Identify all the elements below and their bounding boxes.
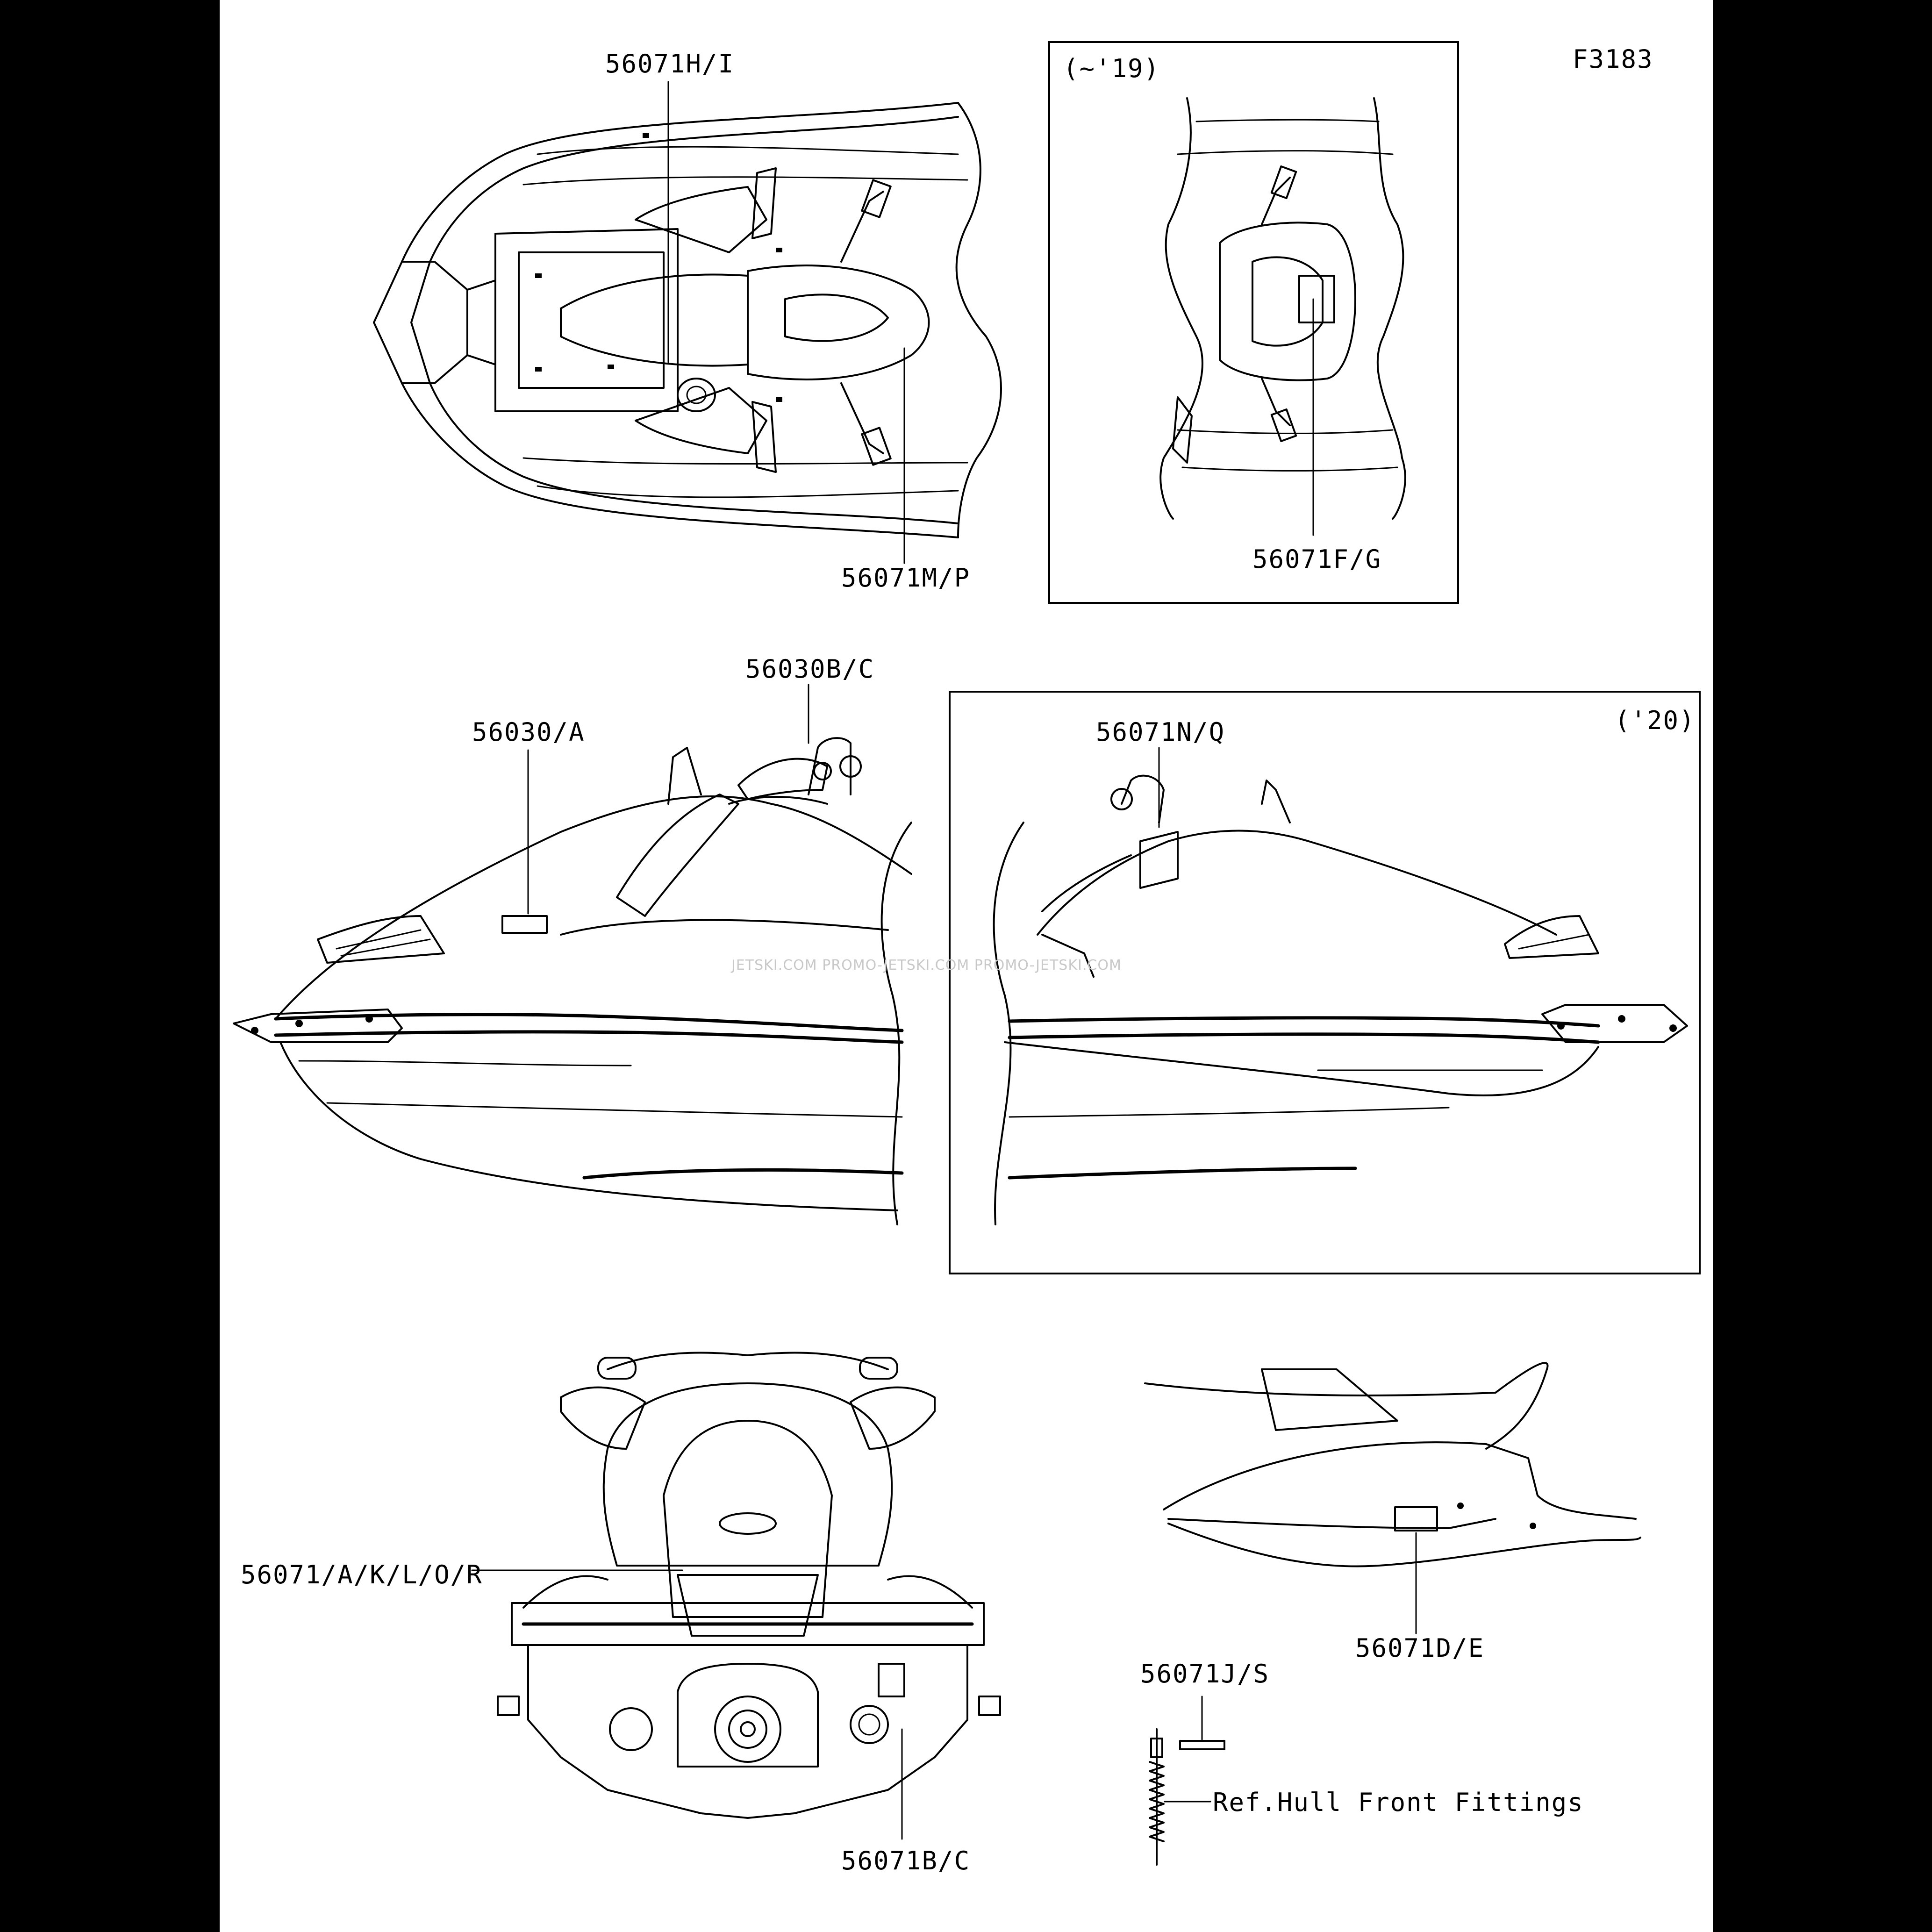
rear-view-watercraft [471, 1352, 1001, 1840]
diagram-sheet [220, 0, 1713, 1932]
callout-56071DE: 56071D/E [1355, 1633, 1484, 1663]
callout-56071MP: 56071M/P [841, 563, 970, 593]
callout-56030A: 56030/A [472, 717, 585, 747]
callout-56071HI: 56071H/I [605, 49, 734, 79]
callout-56071AKLOR: 56071/A/K/L/O/R [241, 1560, 483, 1589]
seat-detail-view [1144, 1362, 1641, 1634]
callout-ref-hull-front-fittings: Ref.Hull Front Fittings [1213, 1788, 1584, 1817]
small-parts-detail [1149, 1696, 1225, 1866]
inset-side-view-2020 [993, 747, 1688, 1225]
inset-frame-upto-2019 [1048, 41, 1459, 604]
top-view-watercraft [373, 102, 1002, 538]
callout-56071NQ: 56071N/Q [1096, 717, 1225, 747]
inset-top-view-upto-2019 [1159, 97, 1406, 536]
callout-56071JS: 56071J/S [1140, 1659, 1269, 1689]
watermark-text: JETSKI.COM PROMO-JETSKI.COM PROMO-JETSKI… [730, 957, 1122, 973]
callout-56071FG: 56071F/G [1252, 544, 1381, 574]
side-view-watercraft [233, 684, 912, 1225]
inset-label-upto-2019: (~'19) [1063, 54, 1160, 83]
callout-56071BC: 56071B/C [841, 1846, 970, 1875]
callout-56030BC: 56030B/C [745, 654, 874, 684]
inset-label-2020: ('20) [1615, 706, 1696, 735]
inset-frame-2020 [949, 691, 1701, 1274]
diagram-number: F3183 [1573, 44, 1653, 74]
